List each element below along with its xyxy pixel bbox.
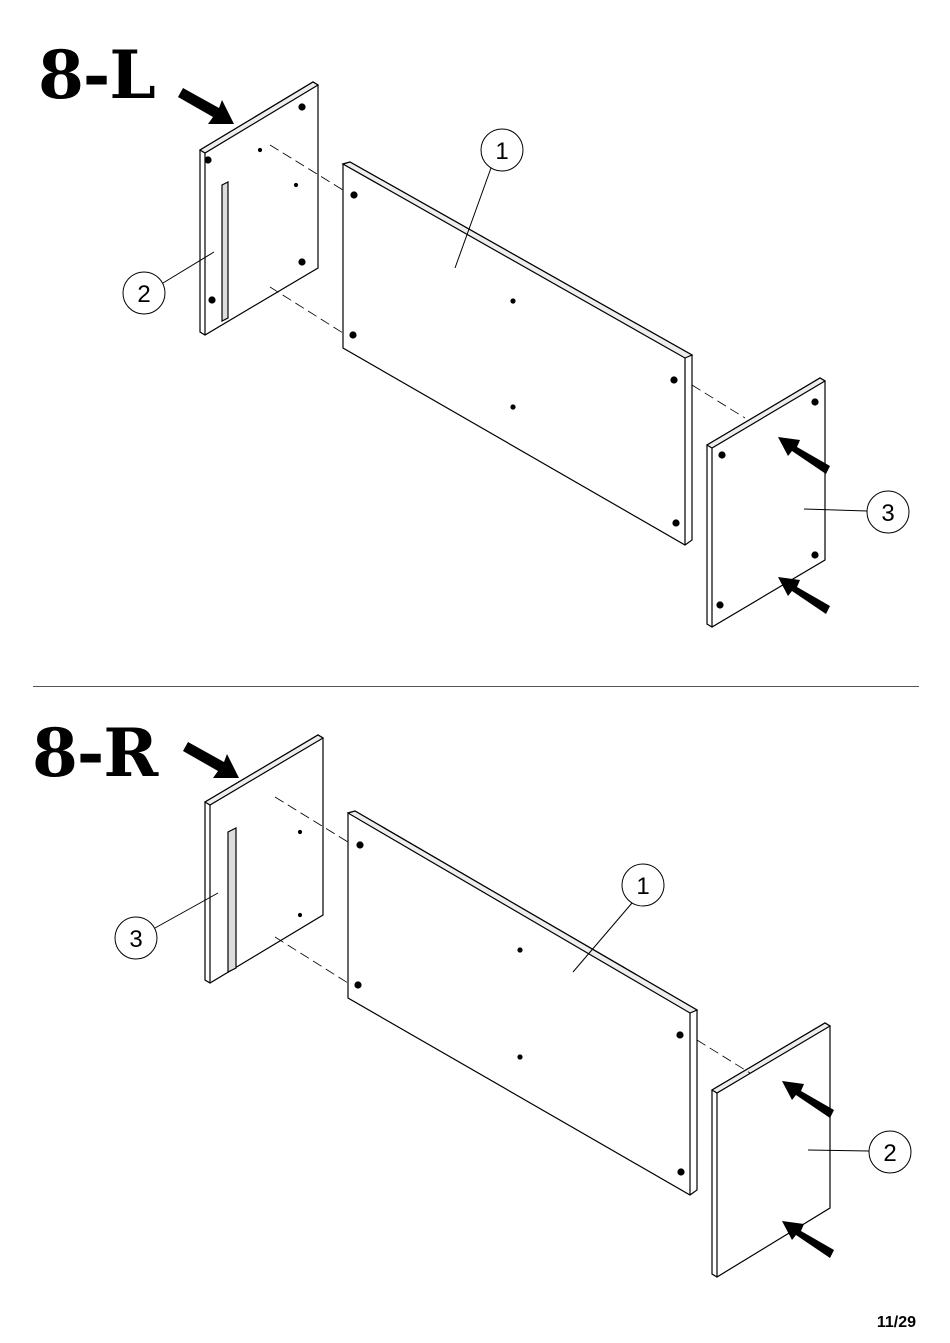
back-panel-1 [343,162,692,545]
callout-label: 1 [636,873,649,900]
section-divider [33,686,919,687]
side-panel-3 [707,378,825,627]
assembly-diagram-8r: 1 3 2 [0,690,950,1310]
assembly-diagram-8l: 1 2 3 [0,0,950,680]
back-panel-1 [348,811,697,1195]
callout-label: 1 [495,138,508,165]
callout-label: 3 [881,500,894,527]
callout-label: 2 [137,281,150,308]
page-number: 11/29 [877,1314,916,1332]
callout-label: 3 [129,926,142,953]
callout-label: 2 [883,1140,896,1167]
